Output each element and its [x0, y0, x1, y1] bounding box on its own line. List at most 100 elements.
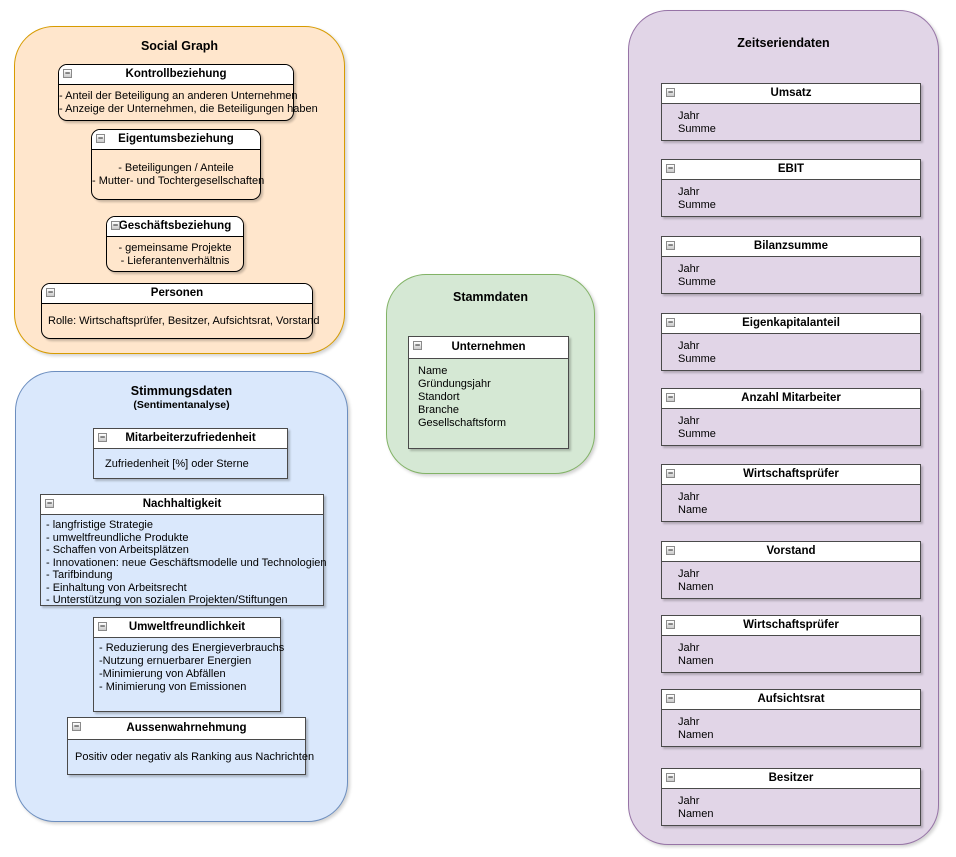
entity-title: Aussenwahrnehmung	[126, 722, 247, 734]
entity-header: − Unternehmen	[409, 337, 568, 359]
entity-line: Name	[678, 504, 708, 516]
entity-title: Eigenkapitalanteil	[742, 317, 840, 329]
entity-line: - Anzeige der Unternehmen, die Beteiligu…	[59, 103, 318, 115]
entity-header: − Nachhaltigkeit	[41, 495, 323, 515]
entity-line: - gemeinsame Projekte	[118, 241, 232, 254]
entity-header: − Besitzer	[662, 769, 920, 789]
entity-box-umweltfreundlichkeit[interactable]: − Umweltfreundlichkeit - Reduzierung des…	[93, 617, 284, 712]
entity-title: Kontrollbeziehung	[125, 68, 227, 80]
collapse-icon[interactable]: −	[666, 545, 675, 555]
collapse-icon[interactable]: −	[666, 392, 675, 402]
entity-title: Nachhaltigkeit	[142, 498, 222, 510]
entity-box-personen[interactable]: − Personen Rolle: Wirtschaftsprüfer, Bes…	[41, 283, 320, 339]
entity-body: - gemeinsame Projekte - Lieferantenverhä…	[107, 237, 243, 272]
group-zeitseriendaten[interactable]: Zeitseriendaten − Umsatz Jahr Summe − EB…	[628, 10, 939, 845]
entity-title: Umweltfreundlichkeit	[128, 621, 246, 633]
entity-box-nachhaltigkeit[interactable]: − Nachhaltigkeit - langfristige Strategi…	[40, 494, 327, 607]
collapse-icon[interactable]: −	[666, 87, 675, 97]
entity-title: Personen	[150, 287, 204, 299]
entity-line: - langfristige Strategie	[46, 519, 153, 531]
entity-box-eigentumsbeziehung[interactable]: − Eigentumsbeziehung - Beteiligungen / A…	[91, 129, 265, 200]
entity-header: − Bilanzsumme	[662, 237, 920, 257]
entity-line: Jahr	[678, 568, 700, 580]
entity-box-wirtschaftspruefer-2[interactable]: − Wirtschaftsprüfer Jahr Namen	[661, 615, 921, 673]
collapse-icon[interactable]: −	[666, 163, 675, 173]
collapse-icon[interactable]: −	[72, 721, 81, 731]
entity-body: Jahr Summe	[662, 409, 920, 441]
entity-title: Wirtschaftsprüfer	[743, 468, 839, 480]
collapse-icon[interactable]: −	[63, 68, 72, 78]
entity-line: Standort	[418, 391, 460, 403]
group-title-stimmungsdaten: Stimmungsdaten	[130, 384, 233, 398]
entity-box-vorstand[interactable]: − Vorstand Jahr Namen	[661, 541, 921, 599]
entity-box-mitarbeiterzufriedenheit[interactable]: − Mitarbeiterzufriedenheit Zufriedenheit…	[93, 428, 288, 479]
entity-line: Jahr	[678, 491, 700, 503]
entity-body: - langfristige Strategie - umweltfreundl…	[41, 515, 327, 607]
group-title-stammdaten: Stammdaten	[452, 290, 529, 304]
entity-line: - Einhaltung von Arbeitsrecht	[46, 581, 187, 594]
entity-title: Umsatz	[770, 87, 812, 99]
collapse-icon[interactable]: −	[46, 287, 55, 297]
entity-line: Jahr	[678, 340, 700, 352]
entity-line: Jahr	[678, 263, 700, 275]
entity-body: Jahr Namen	[662, 710, 920, 742]
entity-box-anzahl-mitarbeiter[interactable]: − Anzahl Mitarbeiter Jahr Summe	[661, 388, 921, 446]
entity-box-eigenkapitalanteil[interactable]: − Eigenkapitalanteil Jahr Summe	[661, 313, 921, 371]
collapse-icon[interactable]: −	[666, 240, 675, 250]
entity-line: Rolle: Wirtschaftsprüfer, Besitzer, Aufs…	[48, 315, 320, 327]
collapse-icon[interactable]: −	[111, 220, 120, 230]
collapse-icon[interactable]: −	[96, 133, 105, 143]
entity-line: Gesellschaftsform	[418, 417, 507, 429]
collapse-icon[interactable]: −	[666, 772, 675, 782]
entity-header: − Kontrollbeziehung	[59, 65, 293, 85]
entity-header: − Umsatz	[662, 84, 920, 104]
entity-line: Jahr	[678, 642, 700, 654]
entity-header: − EBIT	[662, 160, 920, 180]
entity-line: Namen	[678, 655, 714, 667]
entity-box-bilanzsumme[interactable]: − Bilanzsumme Jahr Summe	[661, 236, 921, 294]
entity-line: Jahr	[678, 110, 700, 122]
entity-box-umsatz[interactable]: − Umsatz Jahr Summe	[661, 83, 921, 141]
group-title-social-graph: Social Graph	[140, 39, 219, 53]
collapse-icon[interactable]: −	[413, 340, 422, 350]
entity-line: - Beteiligungen / Anteile	[118, 162, 234, 174]
collapse-icon[interactable]: −	[98, 432, 107, 442]
entity-box-wirtschaftspruefer-1[interactable]: − Wirtschaftsprüfer Jahr Name	[661, 464, 921, 522]
entity-header: − Personen	[42, 284, 312, 304]
collapse-icon[interactable]: −	[666, 468, 675, 478]
entity-header: − Aussenwahrnehmung	[68, 718, 305, 740]
entity-line: Name	[418, 365, 448, 377]
collapse-icon[interactable]: −	[45, 498, 54, 508]
entity-body: Jahr Namen	[662, 789, 920, 821]
collapse-icon[interactable]: −	[666, 693, 675, 703]
group-social-graph[interactable]: Social Graph − Kontrollbeziehung - Antei…	[14, 26, 345, 354]
entity-box-unternehmen[interactable]: − Unternehmen Name Gründungsjahr Standor…	[408, 336, 569, 449]
collapse-icon[interactable]: −	[98, 621, 107, 631]
collapse-icon[interactable]: −	[666, 619, 675, 629]
group-stimmungsdaten[interactable]: Stimmungsdaten (Sentimentanalyse) − Mita…	[15, 371, 348, 822]
entity-header: − Geschäftsbeziehung	[107, 217, 243, 237]
entity-box-kontrollbeziehung[interactable]: − Kontrollbeziehung - Anteil der Beteili…	[58, 64, 318, 121]
entity-box-geschaeftsbeziehung[interactable]: − Geschäftsbeziehung - gemeinsame Projek…	[106, 216, 244, 272]
entity-line: - Schaffen von Arbeitsplätzen	[46, 544, 189, 556]
entity-box-aussenwahrnehmung[interactable]: − Aussenwahrnehmung Positiv oder negativ…	[67, 717, 314, 775]
entity-title: Besitzer	[768, 772, 814, 784]
entity-header: − Eigentumsbeziehung	[92, 130, 260, 150]
entity-line: - Mutter- und Tochtergesellschaften	[92, 175, 265, 187]
entity-line: Summe	[678, 276, 716, 288]
entity-line: Summe	[678, 199, 716, 211]
entity-box-aufsichtsrat[interactable]: − Aufsichtsrat Jahr Namen	[661, 689, 921, 747]
collapse-icon[interactable]: −	[666, 317, 675, 327]
entity-box-besitzer[interactable]: − Besitzer Jahr Namen	[661, 768, 921, 826]
entity-line: - Unterstützung von sozialen Projekten/S…	[46, 594, 288, 606]
entity-body: - Beteiligungen / Anteile - Mutter- und …	[92, 150, 265, 200]
entity-title: EBIT	[777, 163, 805, 175]
entity-body: Name Gründungsjahr Standort Branche Gese…	[409, 359, 568, 430]
group-stammdaten[interactable]: Stammdaten − Unternehmen Name Gründungsj…	[386, 274, 595, 474]
entity-box-ebit[interactable]: − EBIT Jahr Summe	[661, 159, 921, 217]
entity-header: − Anzahl Mitarbeiter	[662, 389, 920, 409]
entity-line: - Tarifbindung	[46, 569, 113, 581]
entity-header: − Vorstand	[662, 542, 920, 562]
entity-header: − Aufsichtsrat	[662, 690, 920, 710]
